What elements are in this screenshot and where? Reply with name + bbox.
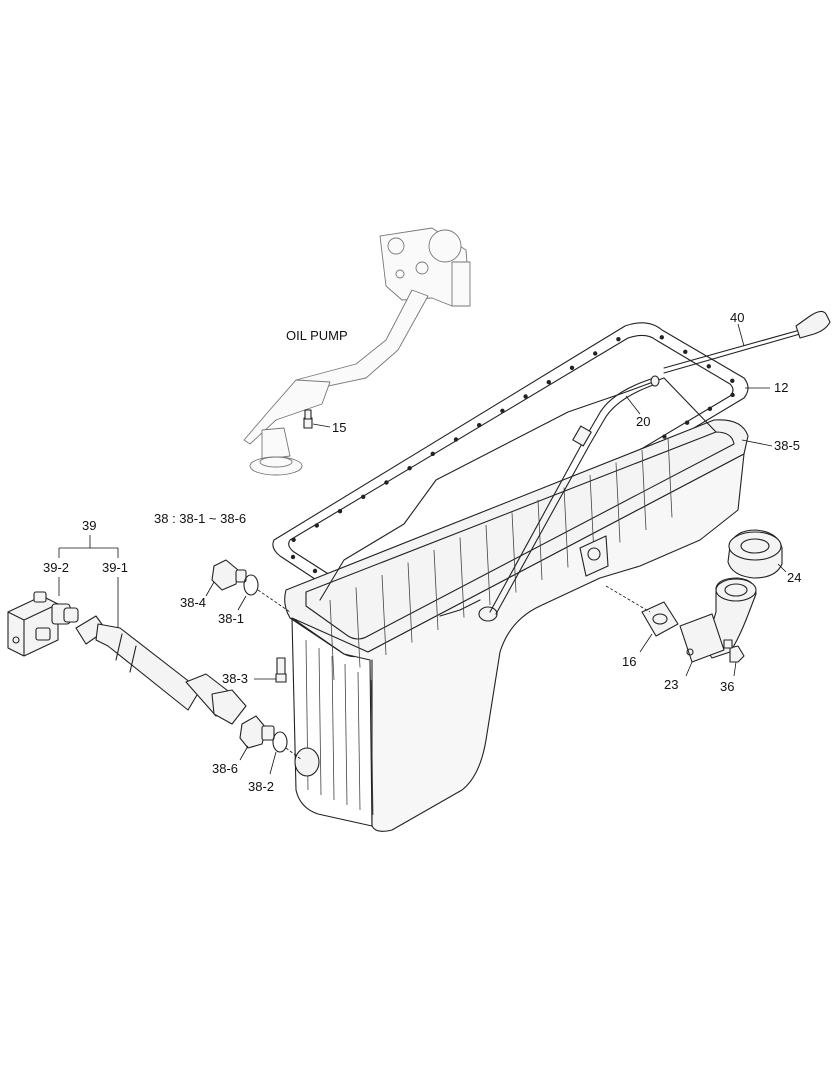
pan-rib (355, 587, 361, 668)
pan-rib (563, 487, 569, 568)
label-38-1: 38-1 (218, 611, 244, 626)
gasket-bolt-hole (546, 380, 551, 385)
dipstick-40 (663, 310, 831, 374)
gasket-bolt-hole (616, 337, 621, 342)
hose-39-1 (75, 615, 247, 725)
pan-rib (344, 663, 348, 806)
gasket-bolt-hole (662, 434, 667, 439)
gasket-bolt-hole (291, 537, 296, 542)
pan-rib (357, 671, 361, 811)
adapter-38-4 (205, 559, 247, 597)
gasket-bolt-hole (453, 437, 459, 442)
pan-rib (667, 437, 673, 518)
guide-tube-20 (489, 375, 660, 615)
bolt-38-3 (254, 657, 287, 683)
label-38-2: 38-2 (248, 779, 274, 794)
gasket-bolt-hole (312, 568, 318, 574)
gasket-bolt-hole (593, 351, 598, 356)
pan-rib (615, 462, 621, 543)
label-38-6: 38-6 (212, 761, 238, 776)
gasket-bolt-hole (314, 523, 319, 528)
pan-rib (459, 537, 465, 618)
pan-rib (329, 599, 335, 681)
label-38-range: 38 : 38-1 ~ 38-6 (154, 511, 246, 526)
gasket-bolt-hole (384, 480, 389, 485)
label-39: 39 (82, 518, 96, 533)
gasket-bolt-hole (707, 406, 713, 411)
pan-rib (537, 499, 543, 581)
fitting-39-2 (7, 591, 79, 657)
label-16: 16 (622, 654, 636, 669)
label-23: 23 (664, 677, 678, 692)
bolt-36 (723, 639, 745, 677)
gasket-bolt-hole (730, 392, 735, 398)
gasket-16 (605, 585, 679, 653)
gasket-bolt-hole (683, 349, 688, 354)
assembly-39-bracket (58, 535, 119, 628)
gasket-bolt-hole (477, 423, 482, 428)
label-15: 15 (332, 420, 346, 435)
pan-rib (485, 524, 491, 606)
oil-pan-38-5 (284, 377, 749, 832)
pan-rib (433, 549, 439, 631)
pan-rib (370, 679, 374, 816)
label-38-3: 38-3 (222, 671, 248, 686)
label-39-1: 39-1 (102, 560, 128, 575)
label-20: 20 (636, 414, 650, 429)
pan-rib (641, 449, 647, 531)
oil-pump-assembly (243, 227, 471, 476)
gasket-bolt-hole (523, 394, 528, 399)
filler-neck-23 (679, 577, 757, 677)
label-38-4: 38-4 (180, 595, 206, 610)
gasket-bolt-hole (361, 494, 366, 499)
gasket-bolt-hole (706, 364, 711, 369)
pan-rib (407, 562, 413, 643)
filler-cap-24 (727, 529, 787, 579)
label-39-2: 39-2 (43, 560, 69, 575)
bolt-15 (303, 409, 331, 429)
gasket-bolt-hole (730, 378, 735, 383)
pan-rib (331, 655, 335, 801)
label-38-5: 38-5 (774, 438, 800, 453)
gasket-bolt-hole (407, 466, 412, 471)
pan-rib (318, 647, 322, 796)
gasket-bolt-hole (500, 408, 505, 413)
nipple-38-6 (239, 715, 275, 761)
pan-rib (381, 574, 387, 656)
label-24: 24 (787, 570, 801, 585)
oring-38-1 (237, 574, 291, 613)
gasket-bolt-hole (337, 509, 343, 514)
label-oil-pump: OIL PUMP (286, 328, 348, 343)
gasket-bolt-hole (659, 335, 664, 340)
oring-38-2 (269, 731, 303, 775)
label-40: 40 (730, 310, 744, 325)
label-36: 36 (720, 679, 734, 694)
gasket-bolt-hole (430, 451, 435, 456)
label-12: 12 (774, 380, 788, 395)
gasket-bolt-hole (290, 554, 296, 560)
gasket-bolt-hole (569, 365, 575, 370)
gasket-bolt-hole (684, 420, 690, 425)
